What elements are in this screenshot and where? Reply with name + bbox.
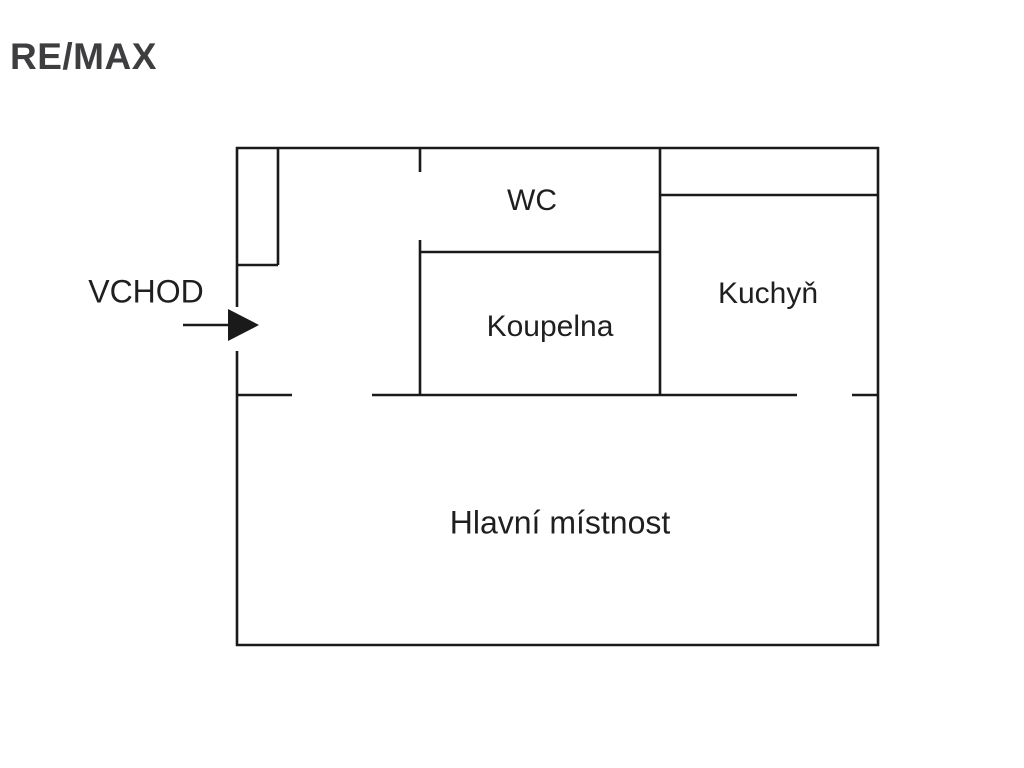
remax-logo: RE/MAX xyxy=(10,36,157,77)
room-label-hlavni-mistnost: Hlavní místnost xyxy=(449,504,671,541)
room-label-wc: WC xyxy=(507,184,557,217)
outer-walls xyxy=(235,146,880,647)
entrance-arrow-icon xyxy=(183,309,259,341)
entry-niche-walls xyxy=(236,148,280,267)
room-label-koupelna: Koupelna xyxy=(486,310,614,343)
room-label-kuchyn: Kuchyň xyxy=(717,277,819,310)
interior-walls xyxy=(236,148,879,397)
entrance-label: VCHOD xyxy=(88,273,204,310)
